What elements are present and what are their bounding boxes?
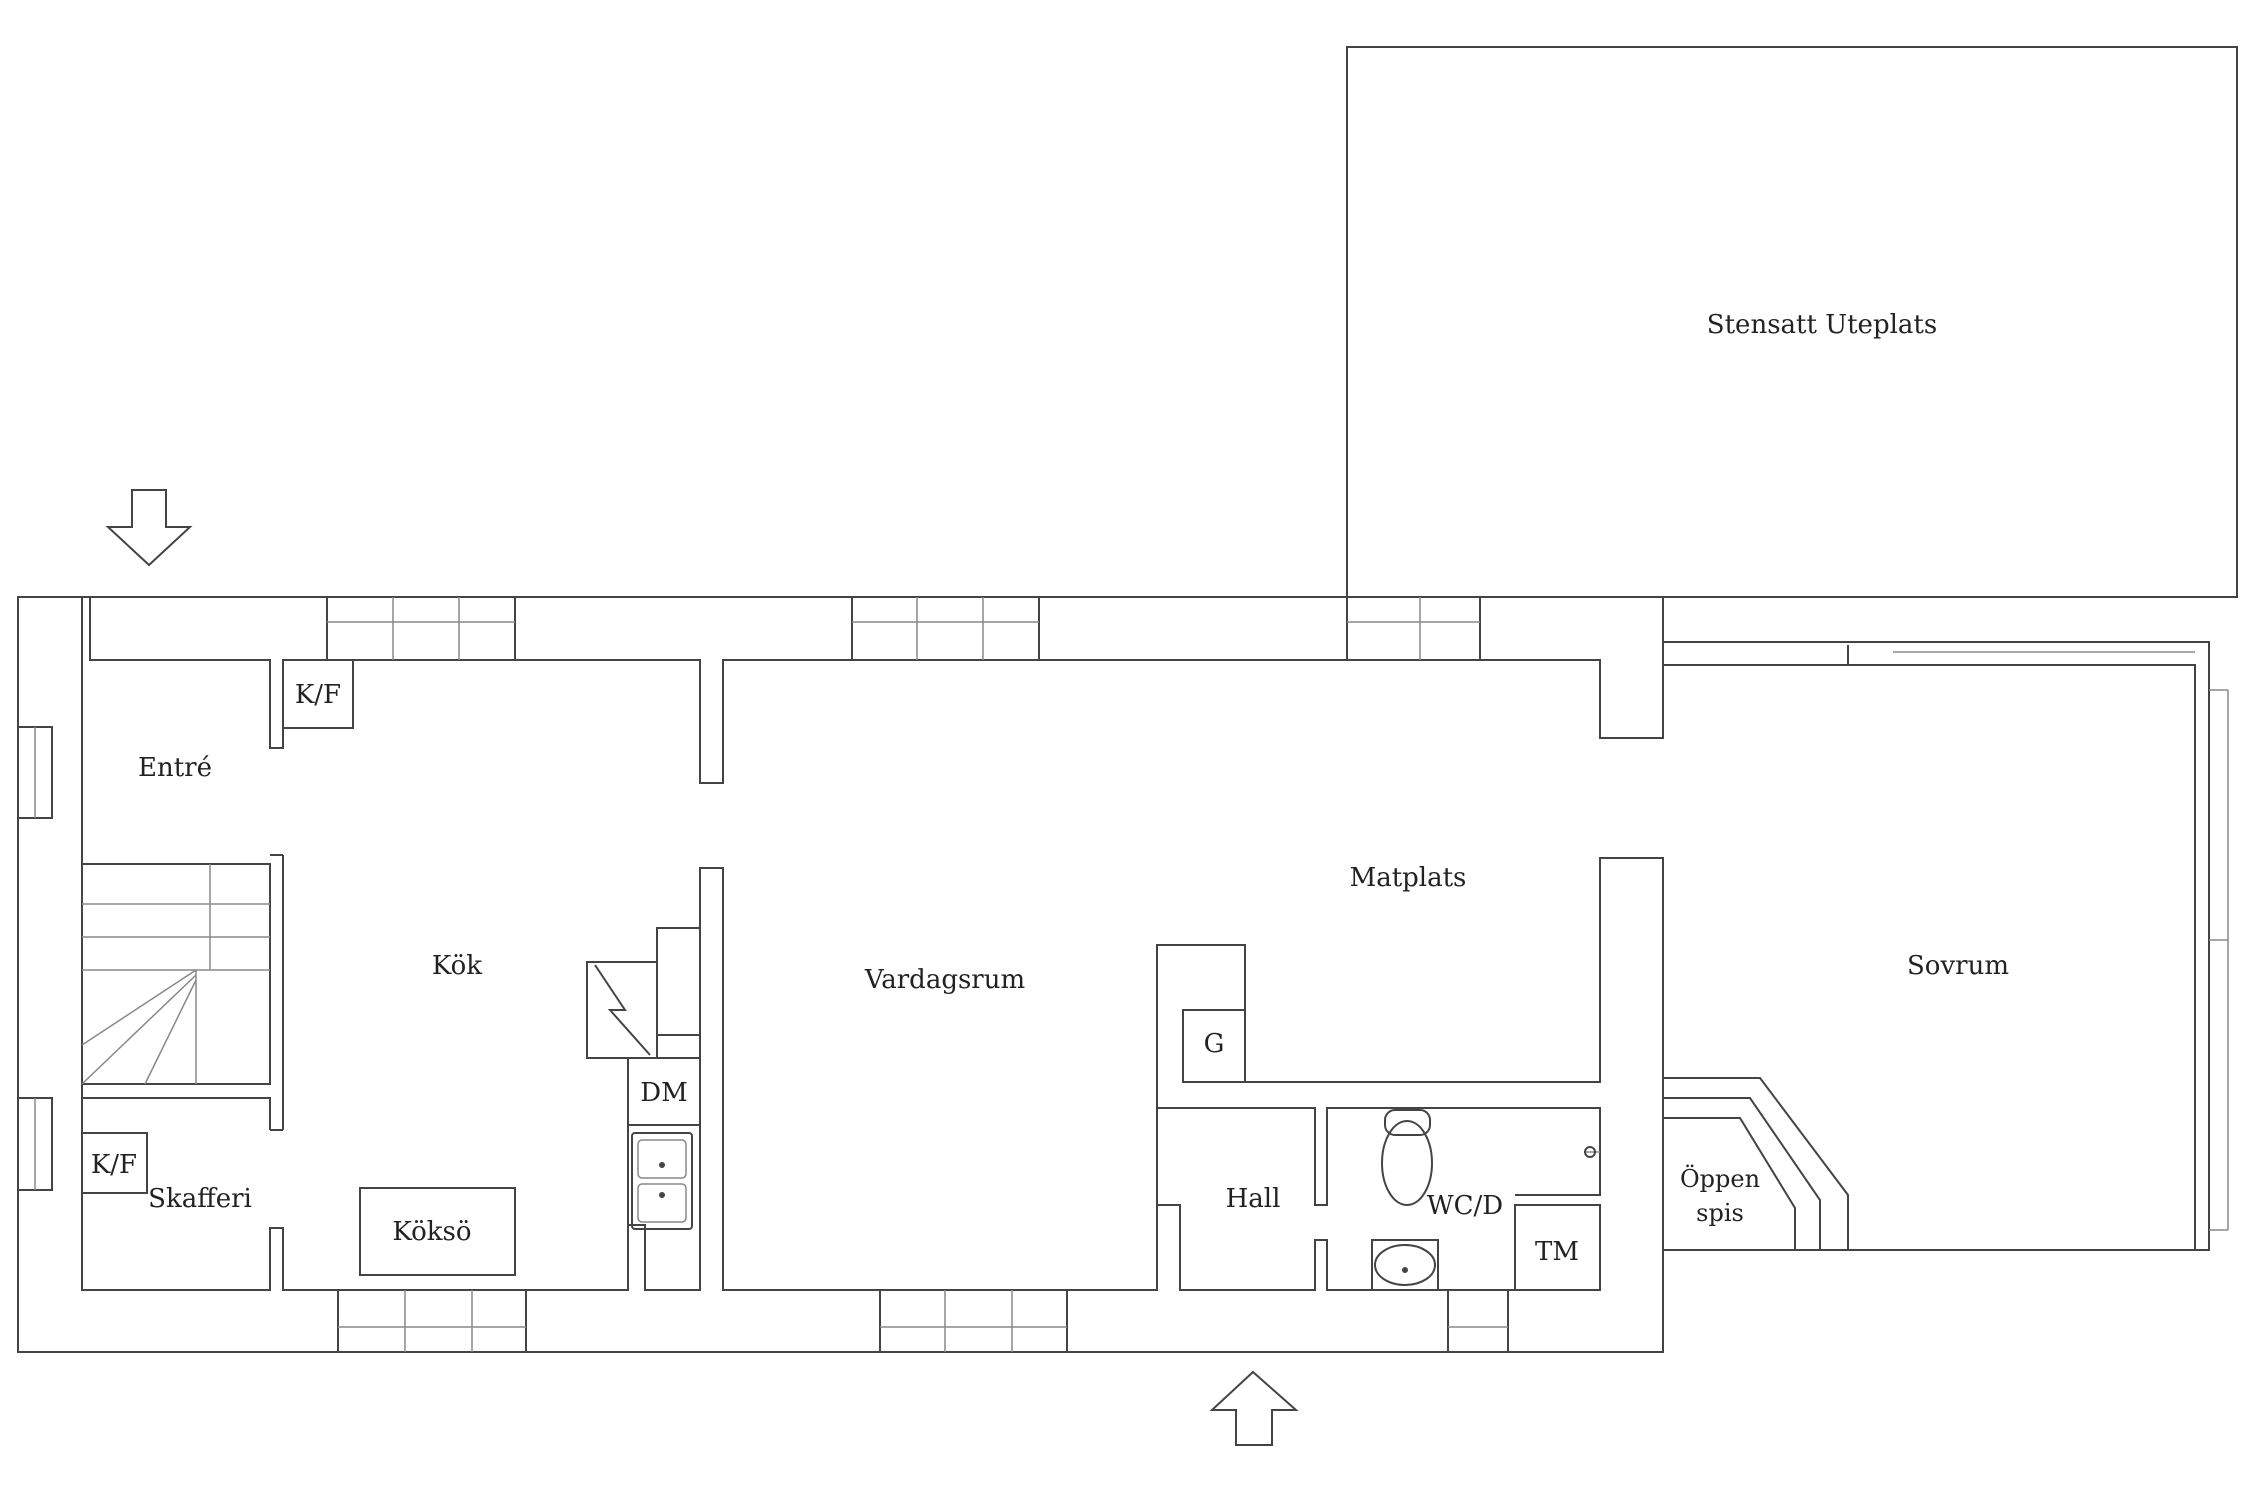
hall-wall-inner — [1157, 1107, 1601, 1206]
exterior-wall — [17, 596, 2210, 1353]
g-label: G — [1204, 1029, 1225, 1059]
tm-label: TM — [1535, 1237, 1579, 1267]
window-bottom-kok — [337, 1289, 527, 1353]
kf-pantry-label: K/F — [91, 1150, 137, 1180]
tm-box — [1514, 1204, 1601, 1291]
kf-pantry-box — [81, 1132, 148, 1194]
hall-label: Hall — [1226, 1184, 1281, 1214]
entre-skafferi-wall — [82, 1097, 271, 1130]
kf-top-box — [282, 659, 354, 729]
oppen-spis-label-1: Öppen — [1680, 1164, 1760, 1193]
matplats-label: Matplats — [1350, 863, 1467, 893]
entre-label: Entré — [138, 753, 212, 783]
dm-label: DM — [640, 1078, 687, 1108]
dm-box — [627, 1057, 701, 1126]
toilet-icon — [1381, 1109, 1433, 1206]
window-top-kok — [326, 596, 516, 661]
kok-label: Kök — [432, 951, 482, 981]
hall-wall-left — [1156, 857, 1664, 1250]
window-right-sovrum — [2209, 689, 2229, 1231]
chimney-wall — [656, 868, 701, 1036]
window-top-matplats — [1346, 596, 1481, 661]
vardagsrum-label: Vardagsrum — [864, 965, 1025, 995]
oppen-spis-label-2: spis — [1696, 1199, 1744, 1227]
wcd-label: WC/D — [1427, 1191, 1503, 1221]
sink-icon — [631, 1132, 693, 1230]
koksö-label: Köksö — [392, 1217, 471, 1247]
entrance-arrow-top-icon — [105, 489, 193, 567]
window-bottom-vardagsrum — [879, 1289, 1068, 1353]
patio-label: Stensatt Uteplats — [1707, 310, 1937, 340]
g-box — [1182, 1009, 1246, 1083]
koksö-box — [359, 1187, 516, 1276]
sovrum-label: Sovrum — [1907, 951, 2009, 981]
skafferi-label: Skafferi — [148, 1184, 252, 1214]
fireplace-icon — [1663, 1077, 1849, 1250]
washbasin-icon — [1371, 1239, 1439, 1291]
kf-top-label: K/F — [295, 680, 341, 710]
patio-outline — [1346, 46, 2238, 598]
staircase — [81, 854, 284, 1131]
shower-icon — [1584, 1146, 1600, 1158]
right-wing-top-wall — [1662, 642, 2196, 1250]
chimney — [586, 961, 658, 1059]
window-top-vardagsrum — [851, 596, 1040, 661]
window-bottom-hall — [1447, 1289, 1509, 1353]
wall-step-upper-right — [1599, 660, 1664, 739]
entrance-arrow-bottom-icon — [1209, 1370, 1299, 1446]
